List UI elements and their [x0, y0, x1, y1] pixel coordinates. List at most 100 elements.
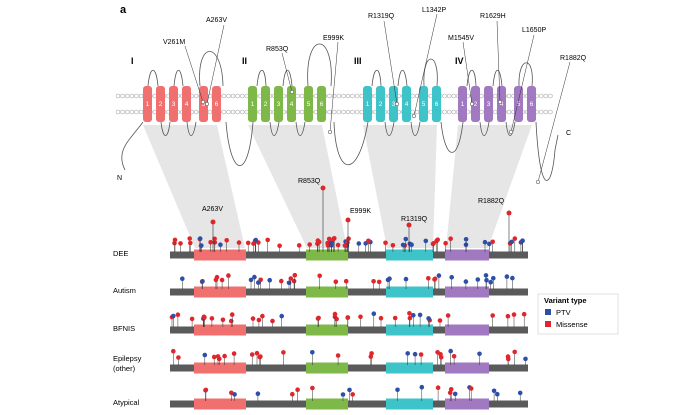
lipid-head: [230, 93, 236, 99]
variant-head: [180, 276, 185, 282]
lipid-head: [506, 109, 512, 115]
variant-head: [435, 385, 441, 391]
helix-segment: [471, 86, 480, 122]
loop-segment: [173, 69, 184, 87]
variant-head: [390, 243, 396, 248]
loop-segment: [307, 43, 332, 87]
mutation-leader-line: [496, 20, 501, 103]
variant-head: [435, 350, 440, 355]
variant-head: [224, 238, 229, 243]
variant-head: [310, 385, 315, 391]
loop-segment: [518, 62, 533, 87]
variant-head: [292, 272, 298, 278]
loop-segment: [535, 121, 559, 181]
domain-box: [194, 286, 246, 298]
lipid-head: [327, 93, 332, 99]
legend-box: [537, 293, 619, 335]
variant-head: [209, 316, 215, 321]
domain-funnels: [143, 125, 532, 248]
variant-head: [267, 277, 273, 283]
lipid-head: [193, 109, 199, 115]
variant-head: [343, 278, 349, 284]
variant-head: [350, 392, 356, 397]
domain-box: [306, 286, 348, 298]
mutation-site: [394, 101, 400, 107]
domain-box: [194, 362, 246, 374]
variant-head: [368, 354, 374, 359]
recurrent-variant-head: [210, 219, 216, 225]
lipid-head: [451, 109, 457, 115]
lipid-head: [341, 93, 346, 99]
domain-label: III: [354, 56, 362, 66]
variant-head: [231, 351, 237, 356]
lipid-head: [543, 109, 549, 115]
variant-head: [426, 276, 431, 281]
variant-head: [171, 348, 176, 354]
variant-head: [387, 276, 392, 282]
lipid-head: [548, 109, 553, 115]
variant-head: [256, 317, 262, 323]
domain-box: [386, 324, 433, 336]
loop-segment: [479, 121, 490, 136]
variant-head: [208, 239, 213, 245]
variant-head: [463, 279, 469, 284]
variant-head: [491, 388, 497, 394]
helix-segment-label: 4: [405, 101, 409, 108]
lipid-head: [138, 109, 144, 115]
mutation-leader-line: [462, 41, 473, 105]
variant-head: [290, 391, 295, 397]
variant-head: [212, 236, 217, 242]
helix-segment-label: 4: [500, 101, 504, 108]
loop-segment: [160, 121, 171, 136]
variant-head: [307, 242, 313, 247]
variant-head: [255, 280, 261, 285]
helix-segment: [363, 86, 372, 122]
variant-head: [249, 352, 255, 357]
lipid-head: [124, 109, 130, 115]
variant-head: [279, 313, 285, 319]
variant-head: [504, 274, 510, 279]
variant-head: [366, 238, 371, 244]
lipid-head: [543, 93, 549, 99]
helix-segment: [317, 86, 326, 122]
variant-head: [412, 351, 418, 357]
variant-head: [333, 279, 339, 285]
variant-head: [211, 354, 217, 360]
variant-head: [202, 352, 208, 358]
lipid-head: [492, 109, 498, 115]
domain-box: [194, 324, 246, 336]
helix-segment: [274, 86, 283, 122]
helix-segment-label: 3: [172, 101, 176, 108]
mutation-leader-line: [383, 20, 398, 105]
variant-head: [487, 241, 492, 247]
helix-segment: [514, 86, 523, 122]
variant-head: [512, 349, 517, 355]
loop-segment: [256, 69, 267, 87]
row-label: Autism: [113, 286, 136, 295]
lipid-head: [548, 93, 553, 99]
lipid-head: [193, 93, 199, 99]
variant-head: [448, 387, 454, 392]
mutation-label: L1342P: [422, 7, 446, 14]
variant-head: [172, 237, 178, 243]
lipid-head: [538, 109, 544, 115]
domain-box: [194, 398, 246, 410]
variant-head: [484, 277, 489, 283]
variant-head: [270, 318, 275, 324]
mutation-leader-line: [184, 45, 204, 103]
mutation-label: R1319Q: [368, 13, 395, 20]
variant-head: [448, 348, 454, 354]
helix-segment: [527, 86, 536, 122]
variant-head: [400, 242, 406, 248]
variant-head: [356, 241, 362, 246]
variant-head: [392, 315, 398, 321]
variant-head: [203, 387, 209, 393]
lipid-head: [538, 93, 544, 99]
mutation-label: A263V: [206, 17, 227, 24]
variant-head: [334, 316, 339, 322]
legend: Variant type PTV Missense: [537, 293, 619, 335]
variant-head: [432, 276, 438, 282]
variant-head: [437, 318, 443, 323]
helix-segment: [212, 86, 221, 122]
